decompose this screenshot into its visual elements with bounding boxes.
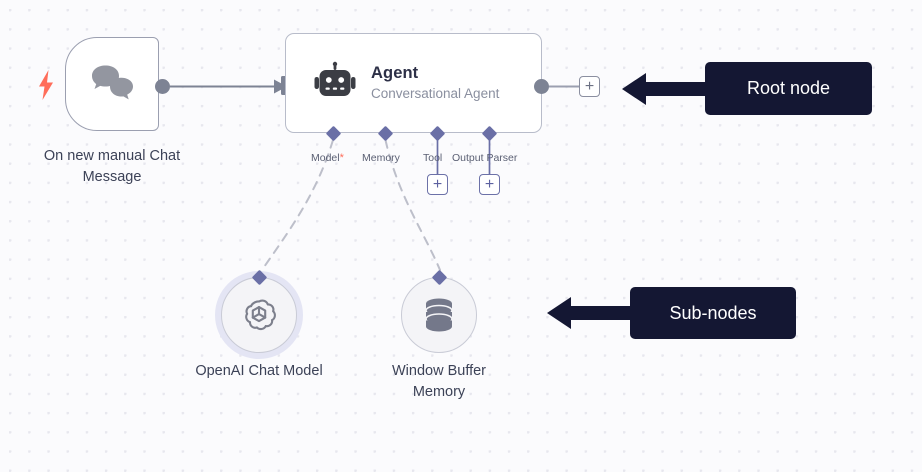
agent-subtitle: Conversational Agent: [371, 85, 500, 101]
port-label-memory: Memory: [362, 152, 400, 164]
chat-bubbles-icon: [92, 65, 133, 100]
database-icon: [425, 298, 453, 332]
annotation-arrow-root-node: [622, 73, 712, 105]
port-label-model: Model*: [311, 152, 344, 164]
node-agent[interactable]: Agent Conversational Agent: [285, 33, 542, 133]
node-caption-chat-trigger: On new manual Chat Message: [43, 148, 181, 185]
node-openai-chat-model[interactable]: [221, 277, 297, 353]
annotation-arrow-sub-nodes: [547, 297, 637, 329]
lightning-bolt-icon: [39, 70, 53, 100]
port-label-model-text: Model: [311, 152, 340, 164]
add-node-button-tool[interactable]: +: [427, 174, 448, 195]
node-caption-window-buffer-memory: Window Buffer Memory: [391, 363, 487, 400]
required-marker-model: *: [339, 152, 344, 164]
port-label-tool: Tool: [423, 152, 443, 164]
robot-icon: [314, 61, 356, 96]
trigger-output-port[interactable]: [155, 79, 170, 94]
agent-title: Agent: [371, 64, 419, 83]
add-node-button-output-parser[interactable]: +: [479, 174, 500, 195]
agent-output-port[interactable]: [534, 79, 549, 94]
annotation-root-node: Root node: [705, 62, 872, 115]
node-caption-openai-chat-model: OpenAI Chat Model: [195, 363, 323, 379]
node-chat-trigger[interactable]: [65, 37, 159, 131]
node-window-buffer-memory[interactable]: [401, 277, 477, 353]
add-node-button-main-output[interactable]: +: [579, 76, 600, 97]
agent-text-block: Agent Conversational Agent: [371, 64, 499, 101]
annotation-sub-nodes: Sub-nodes: [630, 287, 796, 339]
openai-logo-icon: [245, 299, 276, 331]
port-label-output-parser: Output Parser: [452, 152, 518, 164]
